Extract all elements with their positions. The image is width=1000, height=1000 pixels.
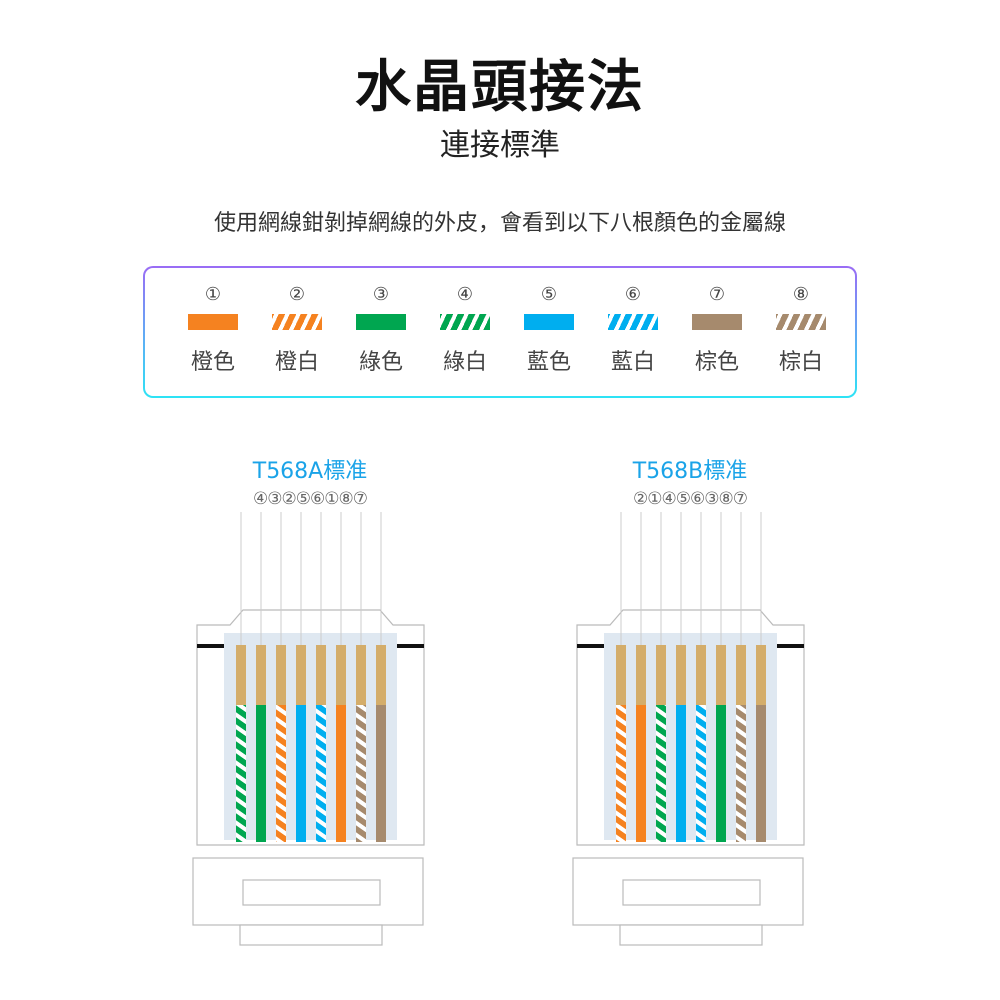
wire-swatch bbox=[440, 314, 490, 330]
pin-number: ① bbox=[647, 489, 662, 509]
wire-swatch bbox=[356, 314, 406, 330]
gold-contact bbox=[316, 645, 326, 705]
legend-label: 棕白 bbox=[778, 350, 823, 375]
wire-swatch bbox=[692, 314, 742, 330]
connector-window bbox=[224, 633, 397, 840]
base-slot bbox=[622, 879, 761, 906]
pin-number: ③ bbox=[267, 489, 282, 509]
contact-bar bbox=[197, 644, 224, 648]
wire-棕白 bbox=[356, 705, 366, 842]
connector-tab bbox=[239, 924, 383, 946]
wire-綠色 bbox=[256, 705, 266, 842]
wire-橙色 bbox=[336, 705, 346, 842]
pin-number: ① bbox=[324, 489, 339, 509]
gold-contact bbox=[676, 645, 686, 705]
wire-藍色 bbox=[676, 705, 686, 842]
pin-number: ⑧ bbox=[718, 489, 734, 509]
connector-tab bbox=[619, 924, 763, 946]
pin-number: ⑧ bbox=[338, 489, 354, 509]
gold-contact bbox=[256, 645, 266, 705]
gold-contact bbox=[736, 645, 746, 705]
contact-bar bbox=[397, 644, 424, 648]
wire-綠白 bbox=[656, 705, 666, 842]
wire-swatch bbox=[608, 314, 658, 330]
gold-contact bbox=[756, 645, 766, 705]
wire-橙白 bbox=[276, 705, 286, 842]
legend-number: ⑥ bbox=[624, 284, 642, 305]
legend-number: ① bbox=[204, 284, 222, 305]
legend-label: 綠白 bbox=[442, 350, 487, 375]
legend-number: ④ bbox=[456, 284, 474, 305]
connector-window bbox=[604, 633, 777, 840]
legend-label: 橙色 bbox=[190, 350, 235, 375]
gold-contact bbox=[356, 645, 366, 705]
legend-number: ⑤ bbox=[540, 284, 558, 305]
legend-label: 藍色 bbox=[526, 350, 571, 375]
pin-number: ② bbox=[281, 489, 297, 509]
legend-label: 綠色 bbox=[358, 350, 403, 375]
gold-contact bbox=[616, 645, 626, 705]
pin-number: ⑤ bbox=[675, 489, 691, 509]
t568a-order: ④③②⑤⑥①⑧⑦ bbox=[160, 489, 460, 509]
gold-contact bbox=[716, 645, 726, 705]
legend-number: ② bbox=[288, 284, 306, 305]
legend-number: ③ bbox=[372, 284, 390, 305]
pin-number: ⑥ bbox=[690, 489, 705, 509]
wire-棕色 bbox=[376, 705, 386, 842]
legend-number: ⑧ bbox=[792, 284, 810, 305]
gold-contact bbox=[276, 645, 286, 705]
contact-bar bbox=[777, 644, 804, 648]
pin-number: ④ bbox=[661, 489, 677, 509]
wire-橙色 bbox=[636, 705, 646, 842]
gold-contact bbox=[296, 645, 306, 705]
base-slot bbox=[242, 879, 381, 906]
contact-bar bbox=[577, 644, 604, 648]
color-legend: ① 橙色 ② 橙白 ③ 綠色 ④ 綠白 ⑤ 藍色 ⑥ 藍白 ⑦ 棕色 ⑧ 棕白 bbox=[143, 266, 857, 398]
wire-swatch bbox=[776, 314, 826, 330]
page-title: 水晶頭接法 bbox=[355, 55, 645, 120]
page-subtitle: 連接標準 bbox=[440, 128, 560, 163]
wire-swatch bbox=[524, 314, 574, 330]
gold-contact bbox=[636, 645, 646, 705]
pin-number: ② bbox=[633, 489, 648, 509]
intro-text: 使用網線鉗剝掉網線的外皮，會看到以下八根顏色的金屬線 bbox=[213, 211, 786, 236]
pin-number: ④ bbox=[253, 489, 268, 509]
wire-swatch bbox=[188, 314, 238, 330]
legend-label: 藍白 bbox=[610, 350, 655, 375]
gold-contact bbox=[696, 645, 706, 705]
gold-contact bbox=[376, 645, 386, 705]
wire-綠白 bbox=[236, 705, 246, 842]
pin-number: ⑥ bbox=[310, 489, 325, 509]
t568b-title: T568B標准 bbox=[632, 459, 748, 484]
legend-label: 橙白 bbox=[274, 350, 319, 375]
pin-number: ⑦ bbox=[352, 489, 368, 509]
wire-橙白 bbox=[616, 705, 626, 842]
legend-number: ⑦ bbox=[708, 284, 726, 305]
gold-contact bbox=[236, 645, 246, 705]
wire-swatch bbox=[272, 314, 322, 330]
wire-綠色 bbox=[716, 705, 726, 842]
pin-number: ⑤ bbox=[295, 489, 311, 509]
pin-number: ⑦ bbox=[732, 489, 748, 509]
wire-棕白 bbox=[736, 705, 746, 842]
wire-藍白 bbox=[316, 705, 326, 842]
t568a-title: T568A標准 bbox=[252, 459, 368, 484]
wire-棕色 bbox=[756, 705, 766, 842]
gold-contact bbox=[336, 645, 346, 705]
t568b-order: ②①④⑤⑥③⑧⑦ bbox=[540, 489, 840, 509]
wire-藍白 bbox=[696, 705, 706, 842]
legend-label: 棕色 bbox=[694, 350, 739, 375]
pin-number: ③ bbox=[704, 489, 719, 509]
wire-藍色 bbox=[296, 705, 306, 842]
gold-contact bbox=[656, 645, 666, 705]
